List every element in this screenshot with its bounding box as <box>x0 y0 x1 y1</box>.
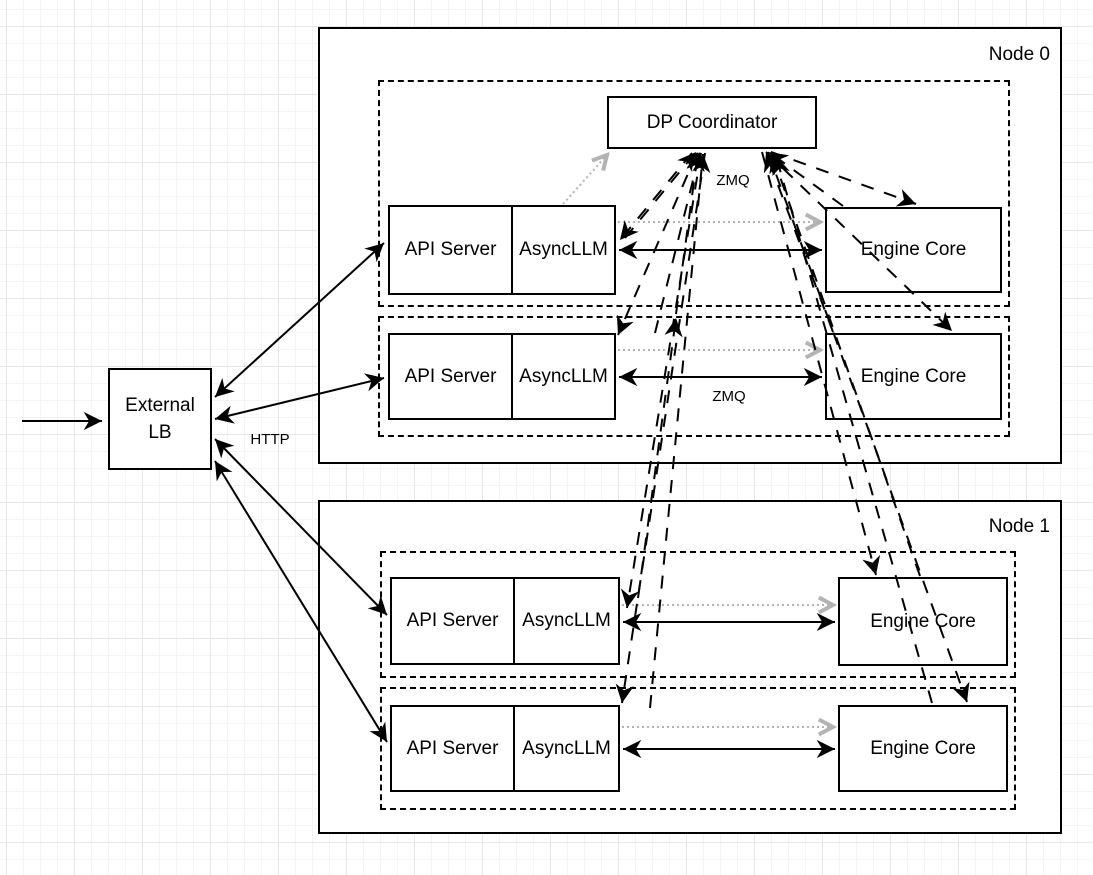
node1-row1-api-server-label: API Server <box>406 737 499 759</box>
node0-row1-asyncllm-cell: AsyncLLM <box>513 335 614 418</box>
node0-row1-engine-core-label: Engine Core <box>860 365 967 387</box>
node1-row0-api-server-box: API Server AsyncLLM <box>390 577 620 665</box>
node1-row1-engine-core-label: Engine Core <box>870 737 976 759</box>
node1-row1-engine-core-box: Engine Core <box>838 705 1008 792</box>
node0-row0-api-server-label: API Server <box>404 239 497 260</box>
node0-row0-asyncllm-cell: AsyncLLM <box>513 207 614 293</box>
node1-row0-asyncllm-cell: AsyncLLM <box>515 579 618 663</box>
zmq-engine-label: ZMQ <box>712 388 746 405</box>
node1-row1-asyncllm-label: AsyncLLM <box>522 737 611 759</box>
node1-row1-api-server-cell: API Server <box>392 707 515 790</box>
node0-row0-asyncllm-label: AsyncLLM <box>519 239 608 260</box>
node0-row1-api-server-cell: API Server <box>390 335 513 418</box>
node0-row0-api-server-cell: API Server <box>390 207 513 293</box>
node1-row1-asyncllm-cell: AsyncLLM <box>515 707 618 790</box>
node0-row0-engine-core-label: Engine Core <box>860 239 967 260</box>
node1-row0-asyncllm-label: AsyncLLM <box>522 610 611 631</box>
node0-row0-engine-core-box: Engine Core <box>825 207 1002 293</box>
external-lb-label-line2: LB <box>148 422 172 443</box>
node1-row0-engine-core-box: Engine Core <box>838 577 1008 666</box>
dp-coordinator-label: DP Coordinator <box>646 111 778 133</box>
node1-label: Node 1 <box>988 516 1050 537</box>
node1-row1-api-server-box: API Server AsyncLLM <box>390 705 620 792</box>
node1-row0-api-server-label: API Server <box>406 610 499 631</box>
dp-coordinator-box: DP Coordinator <box>607 96 817 149</box>
http-label: HTTP <box>250 431 290 448</box>
node0-row1-engine-core-box: Engine Core <box>825 333 1002 420</box>
node0-label: Node 0 <box>988 44 1050 65</box>
node0-row1-asyncllm-label: AsyncLLM <box>519 365 608 387</box>
node0-row1-api-server-box: API Server AsyncLLM <box>388 333 616 420</box>
external-lb-label-line1: External <box>125 395 195 416</box>
external-lb-box: External LB <box>108 368 212 470</box>
node1-row0-api-server-cell: API Server <box>392 579 515 663</box>
node0-row1-api-server-label: API Server <box>404 365 497 387</box>
zmq-coordinator-label: ZMQ <box>716 172 750 189</box>
node1-row0-engine-core-label: Engine Core <box>870 610 976 632</box>
node0-row0-api-server-box: API Server AsyncLLM <box>388 205 616 295</box>
